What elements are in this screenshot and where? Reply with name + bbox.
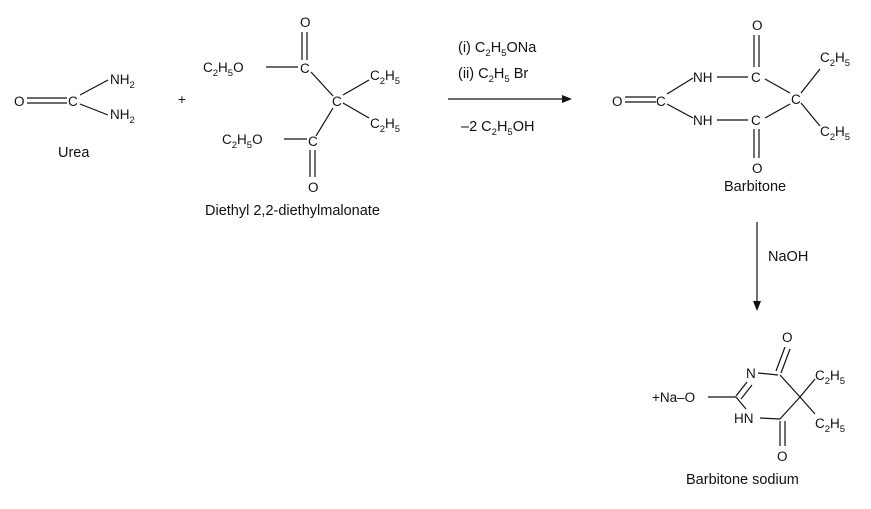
barbitone-ethyl-top: C2H5 (820, 50, 850, 69)
sodium-ring-n: N (746, 366, 756, 381)
barbitone-ethyl-bond-bottom (800, 102, 821, 127)
urea-structure: O C NH2 NH2 Urea (14, 72, 135, 161)
sodium-cn-double-b (740, 384, 753, 400)
sodium-hn-c-bond (759, 417, 781, 420)
barbitone-cn-bond-bottom (666, 103, 694, 119)
sodium-top-co-b (780, 348, 791, 374)
malonate-bottom-carbonyl-c: C (308, 134, 318, 149)
sodium-ethyl-bond-top (799, 378, 816, 398)
sodium-counterion: +Na–O (652, 390, 695, 405)
sodium-n-c-bond (757, 372, 779, 376)
sodium-c-hn-bond (735, 396, 747, 410)
reagent-byproduct: –2 C2H5OH (461, 119, 534, 138)
sodium-top-c-quat-bond (779, 374, 801, 398)
malonate-central-c: C (332, 94, 342, 109)
sodium-ethyl-bond-bottom (799, 396, 816, 415)
naoh-reagent: NaOH (768, 249, 808, 265)
reaction-conditions: (i) C2H5ONa (ii) C2H5 Br –2 C2H5OH (448, 40, 572, 138)
urea-carbon: C (68, 94, 78, 109)
barbitone-ethyl-bottom: C2H5 (820, 124, 850, 143)
sodium-top-co-a (775, 346, 786, 372)
reaction-arrow-head (562, 95, 572, 103)
urea-nh2-bottom: NH2 (110, 107, 135, 126)
sodium-cn-double-a (735, 381, 748, 397)
barbitone-bottom-carbonyl-o: O (752, 161, 763, 176)
malonate-ethyl-bond-top (342, 79, 370, 96)
malonate-bottom-ester: C2H5O (222, 132, 263, 151)
malonate-top-c-central-bond (310, 71, 334, 97)
reagent-step-2: (ii) C2H5 Br (458, 66, 528, 85)
malonate-bottom-carbonyl-o: O (308, 180, 319, 195)
barbitone-bottom-c-central-bond (764, 103, 791, 119)
barbitone-top-carbonyl-c: C (751, 70, 761, 85)
barbitone-ethyl-bond-top (800, 68, 821, 94)
sodium-ethyl-top: C2H5 (815, 368, 845, 387)
barbitone-urea-carbon: C (656, 94, 666, 109)
malonate-ethyl-bond-bottom (342, 102, 370, 119)
urea-nh2-top: NH2 (110, 72, 135, 91)
plus-sign: + (178, 92, 186, 107)
urea-cn-bond-top (79, 79, 109, 96)
urea-oxygen: O (14, 94, 25, 109)
naoh-step: NaOH (753, 222, 808, 311)
barbitone-structure: O C NH NH O C C O C C2H5 C2H5 Barbitone (612, 18, 850, 195)
barbitone-top-c-central-bond (764, 78, 791, 94)
barbitone-cn-bond-top (666, 77, 694, 95)
barbitone-top-carbonyl-o: O (752, 18, 763, 33)
malonate-caption: Diethyl 2,2-diethylmalonate (205, 203, 380, 219)
malonate-structure: O C C2H5O C C2H5 C2H5 C2H5O C O Diethyl … (203, 15, 400, 219)
malonate-central-bottom-c-bond (315, 107, 334, 137)
barbitone-bottom-carbonyl-c: C (751, 113, 761, 128)
barbitone-nh-top: NH (693, 70, 713, 85)
sodium-bottom-carbonyl-o: O (777, 449, 788, 464)
malonate-top-carbonyl-o: O (300, 15, 311, 30)
urea-cn-bond-bottom (79, 103, 109, 116)
reagent-step-1: (i) C2H5ONa (458, 40, 537, 59)
barbitone-nh-bottom: NH (693, 113, 713, 128)
barbitone-exo-oxygen: O (612, 94, 623, 109)
sodium-top-carbonyl-o: O (782, 330, 793, 345)
barbitone-central-c: C (791, 92, 801, 107)
naoh-arrow-head (753, 301, 761, 311)
urea-caption: Urea (58, 145, 90, 161)
barbitone-sodium-structure: O N +Na–O HN C2H5 C2H5 O Barbitone sodiu… (652, 330, 845, 488)
malonate-ethyl-top: C2H5 (370, 68, 400, 87)
sodium-ring-hn: HN (734, 411, 754, 426)
barbitone-caption: Barbitone (724, 179, 786, 195)
malonate-top-ester: C2H5O (203, 60, 244, 79)
barbitone-sodium-caption: Barbitone sodium (686, 472, 799, 488)
malonate-ethyl-bottom: C2H5 (370, 116, 400, 135)
sodium-bottom-c-quat-bond (779, 396, 801, 420)
malonate-top-carbonyl-c: C (300, 61, 310, 76)
sodium-ethyl-bottom: C2H5 (815, 416, 845, 435)
